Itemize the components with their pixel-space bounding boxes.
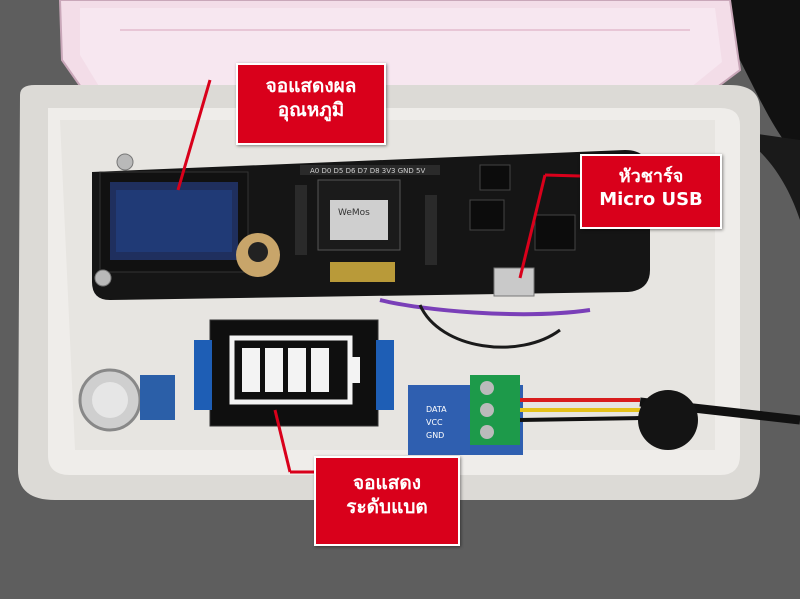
sensor-adapter-board bbox=[408, 375, 800, 455]
main-pcb bbox=[92, 150, 650, 349]
callout-usb-line1: หัวชาร์จ bbox=[618, 166, 684, 187]
callout-usb-line2: Micro USB bbox=[599, 188, 703, 210]
callout-battery-line2: ระดับแบต bbox=[346, 495, 428, 518]
callout-usb-charger: หัวชาร์จ Micro USB bbox=[580, 154, 722, 229]
module-brand-label: WeMos bbox=[338, 208, 370, 218]
callout-battery-display: จอแสดง ระดับแบต bbox=[314, 456, 460, 546]
sensor-pin-label-gnd: GND bbox=[426, 431, 445, 440]
power-switch bbox=[78, 368, 175, 432]
battery-level-display bbox=[194, 319, 394, 427]
callout-temperature-line2: อุณหภูมิ bbox=[277, 98, 345, 121]
callout-temperature-line1: จอแสดงผล bbox=[265, 75, 357, 97]
sensor-pin-label-vcc: VCC bbox=[426, 418, 443, 427]
micro-usb-port bbox=[493, 267, 535, 297]
callout-battery-line1: จอแสดง bbox=[352, 472, 421, 494]
callout-temperature-display: จอแสดงผล อุณหภูมิ bbox=[236, 63, 386, 145]
pin-header-label: A0 D0 D5 D6 D7 D8 3V3 GND 5V bbox=[310, 167, 426, 175]
sensor-pin-label-data: DATA bbox=[426, 405, 447, 414]
cable-gland bbox=[638, 390, 698, 450]
